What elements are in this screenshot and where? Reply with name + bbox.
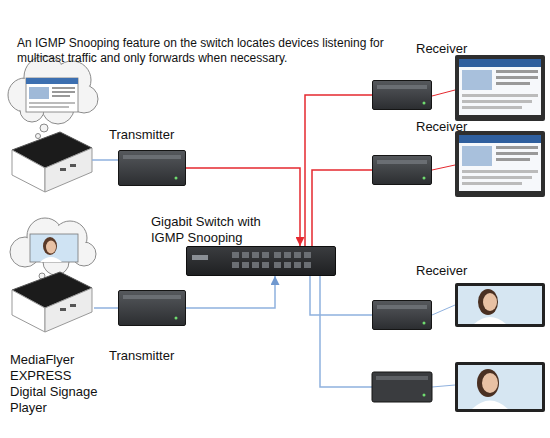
face	[482, 373, 498, 393]
web-text	[462, 176, 532, 179]
receiver-box: Receiver	[372, 300, 432, 330]
network-switch: Gigabit Switch with IGMP Snooping	[186, 246, 336, 276]
web-text	[496, 82, 530, 85]
thought-cloud	[8, 56, 98, 139]
monitor-frame	[455, 283, 545, 327]
player-port	[70, 164, 76, 167]
web-text	[52, 87, 75, 89]
node-label: Transmitter	[109, 348, 199, 364]
display-cable	[432, 90, 455, 96]
monitor	[455, 131, 545, 197]
node-label: Transmitter	[109, 127, 199, 143]
node-label: MediaFlyer EXPRESS Digital Signage Playe…	[10, 352, 110, 416]
player-port	[60, 308, 66, 311]
node-label: Gigabit Switch with IGMP Snooping	[151, 214, 286, 246]
video-cable	[92, 159, 118, 161]
face	[483, 293, 497, 311]
web-text	[29, 106, 69, 108]
shoulders	[40, 257, 62, 262]
node-label: Receiver	[416, 119, 496, 135]
display-cable	[432, 165, 455, 170]
cloud-bubble	[40, 124, 48, 132]
web-text	[496, 152, 538, 155]
web-text	[496, 146, 538, 149]
hair	[478, 289, 498, 315]
web-text	[29, 102, 75, 104]
signal-line	[310, 276, 372, 315]
web-screenshot	[26, 78, 78, 112]
web-header	[26, 78, 78, 84]
monitor-screen	[459, 59, 541, 115]
player-side	[12, 150, 45, 192]
web-text	[496, 76, 538, 79]
web-text	[52, 91, 75, 93]
transmitter-box: Transmitter	[118, 150, 186, 186]
monitor-screen	[458, 286, 542, 324]
hair	[477, 369, 499, 397]
player-front	[45, 148, 92, 192]
status-led	[423, 394, 426, 397]
monitor	[455, 362, 545, 412]
receiver-box: Receiver	[372, 155, 432, 185]
web-text	[496, 70, 538, 73]
media-player	[12, 132, 92, 192]
web-text	[462, 170, 538, 173]
monitor-frame	[455, 131, 545, 197]
receiver-face	[376, 376, 428, 380]
signal-line	[312, 170, 372, 246]
web-text	[496, 158, 530, 161]
monitor-screen	[458, 365, 542, 409]
web-header	[459, 135, 541, 143]
web-text	[462, 94, 538, 97]
monitor-frame	[455, 362, 545, 412]
monitor-screen	[459, 135, 541, 191]
signal-line	[186, 276, 275, 308]
player-port	[60, 168, 66, 171]
node-label: Receiver	[416, 263, 496, 279]
signal-line	[305, 95, 372, 246]
player-side	[12, 290, 45, 332]
cloud-bubble	[36, 134, 41, 139]
display-cable	[432, 305, 455, 315]
thought-cloud	[10, 218, 96, 279]
hair	[43, 237, 57, 255]
face	[46, 241, 56, 254]
shoulders	[472, 401, 508, 410]
web-image	[462, 70, 492, 90]
node-label: Receiver	[416, 41, 496, 57]
web-image	[462, 146, 492, 166]
receiver-box: Receiver	[372, 80, 432, 110]
diagram-title: An IGMP Snooping feature on the switch l…	[17, 36, 397, 66]
network-cable	[320, 276, 372, 387]
transmitter-box: Transmitter	[118, 290, 186, 326]
display-cable	[432, 385, 455, 387]
media-player	[12, 272, 92, 332]
player-front	[45, 288, 92, 332]
signage-player: MediaFlyer EXPRESS Digital Signage Playe…	[10, 272, 94, 334]
signal-line	[94, 307, 118, 309]
web-image	[29, 87, 49, 99]
receiver-box	[372, 372, 432, 402]
shoulders	[474, 317, 506, 324]
monitor	[455, 283, 545, 327]
player-port	[70, 304, 76, 307]
web-header	[459, 59, 541, 67]
web-text	[462, 182, 522, 185]
video-still	[30, 234, 78, 262]
web-text	[52, 95, 70, 97]
monitor-frame	[455, 55, 545, 121]
web-text	[462, 100, 532, 103]
monitor	[455, 55, 545, 121]
web-text	[462, 106, 522, 109]
